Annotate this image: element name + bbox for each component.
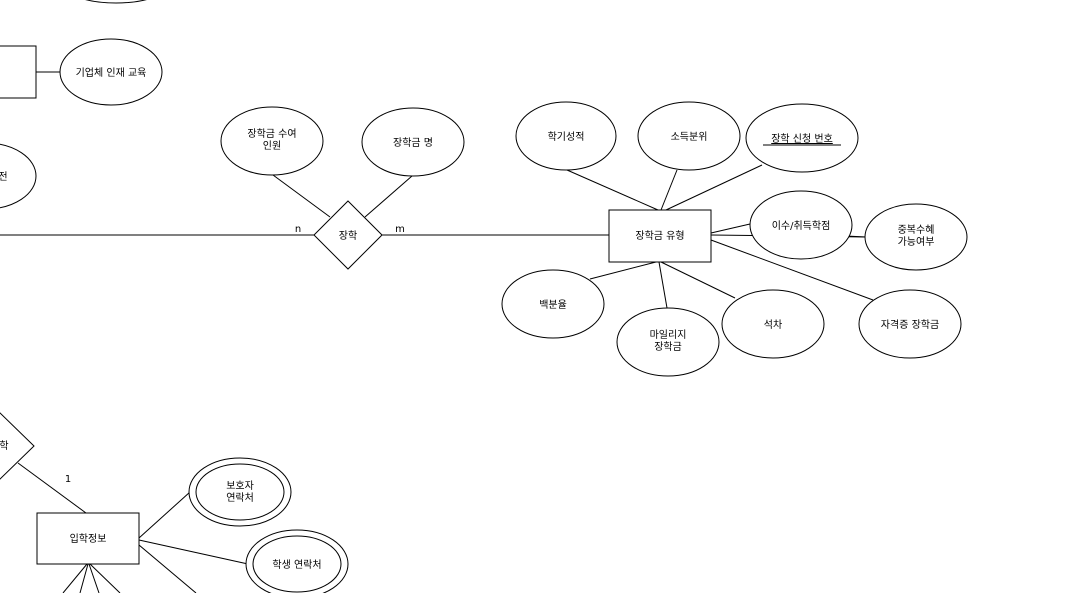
partial-entity-corp: [0, 45, 37, 99]
cardinality-n: n: [295, 224, 301, 235]
relationship-scholarship: 장학: [313, 200, 383, 270]
attribute-credits: 이수/취득학점: [749, 190, 853, 260]
partial-attribute-left: 전: [0, 143, 37, 209]
svg-text:전: 전: [0, 171, 8, 183]
attribute-corp-training: 기업체 인재 교육: [59, 38, 163, 106]
cardinality-one: 1: [65, 474, 71, 485]
svg-text:연락처: 연락처: [226, 492, 254, 504]
svg-text:이수/취득학점: 이수/취득학점: [772, 220, 831, 232]
connectors: [0, 71, 874, 593]
svg-text:석차: 석차: [764, 319, 782, 331]
attribute-application-number: 장학 신청 번호: [745, 103, 859, 173]
cardinality-m: m: [395, 224, 405, 235]
attribute-guardian-contact: 보호자 연락처: [188, 457, 292, 527]
svg-text:자격증 장학금: 자격증 장학금: [881, 318, 939, 331]
svg-text:장학: 장학: [339, 230, 357, 242]
partial-relationship-bottom: 학: [0, 412, 35, 480]
svg-text:소득분위: 소득분위: [671, 130, 708, 143]
entity-admission-info: 입학정보: [36, 512, 140, 565]
svg-text:마일리지: 마일리지: [650, 329, 687, 341]
svg-text:인원: 인원: [263, 140, 281, 152]
svg-text:입학정보: 입학정보: [70, 532, 107, 545]
attribute-certificate-scholarship: 자격증 장학금: [858, 289, 962, 359]
svg-text:장학금 유형: 장학금 유형: [635, 230, 684, 242]
svg-text:기업체 인재 교육: 기업체 인재 교육: [76, 66, 147, 79]
attribute-percentile: 백분율: [501, 269, 605, 339]
svg-text:장학 신청 번호: 장학 신청 번호: [771, 133, 833, 145]
attribute-student-contact: 학생 연락처: [245, 529, 349, 593]
attribute-scholarship-name: 장학금 명: [361, 107, 465, 177]
svg-text:장학금: 장학금: [654, 341, 682, 353]
attribute-semester-grade: 학기성적: [515, 101, 617, 171]
svg-text:학: 학: [0, 440, 9, 452]
svg-text:중복수혜: 중복수혜: [898, 224, 935, 236]
attribute-mileage-scholarship: 마일리지 장학금: [616, 307, 720, 377]
attribute-rank: 석차: [721, 289, 825, 359]
attribute-duplicate-benefit: 중복수혜 가능여부: [864, 203, 968, 271]
svg-text:가능여부: 가능여부: [898, 236, 935, 248]
svg-text:학생 연락처: 학생 연락처: [272, 559, 321, 571]
partial-top-ellipse: [85, 0, 147, 4]
svg-text:장학금 수여: 장학금 수여: [247, 128, 296, 140]
attribute-scholarship-recipients: 장학금 수여 인원: [220, 106, 324, 176]
attribute-income-level: 소득분위: [637, 101, 741, 171]
entity-scholarship-type: 장학금 유형: [608, 209, 712, 263]
svg-text:장학금 명: 장학금 명: [393, 137, 433, 149]
svg-text:학기성적: 학기성적: [548, 131, 585, 143]
svg-text:보호자: 보호자: [226, 480, 254, 492]
svg-text:백분율: 백분율: [539, 299, 567, 311]
